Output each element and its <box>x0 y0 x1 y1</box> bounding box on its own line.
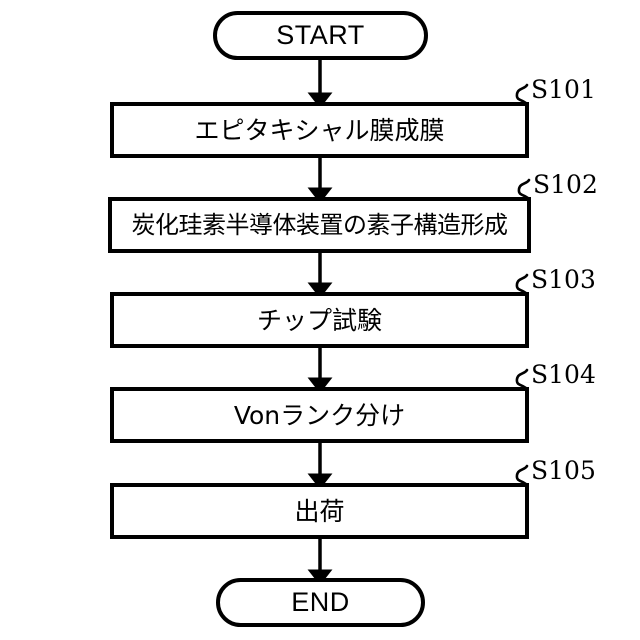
step-id-s105: S105 <box>531 456 596 485</box>
end-node-label: END <box>291 587 350 617</box>
process-label-s104: Vonランク分け <box>233 400 406 430</box>
process-box-s103 <box>110 292 529 348</box>
process-label-s101: エピタキシャル膜成膜 <box>194 115 445 145</box>
step-id-s102: S102 <box>533 170 598 199</box>
step-id-s103: S103 <box>531 265 596 294</box>
leader-line-s105 <box>515 464 529 487</box>
leader-line-s102 <box>517 178 531 201</box>
end-node-shape <box>216 578 425 627</box>
process-label-s102: 炭化珪素半導体装置の素子構造形成 <box>131 211 509 239</box>
leader-line-s103 <box>515 273 529 296</box>
leader-line-s101 <box>515 83 529 106</box>
process-box-s101 <box>110 102 529 158</box>
process-label-s105: 出荷 <box>294 496 345 526</box>
step-id-s104: S104 <box>531 360 596 389</box>
start-node-label: START <box>276 20 365 50</box>
leader-line-s104 <box>515 368 529 391</box>
process-label-s103: チップ試験 <box>256 305 382 335</box>
process-box-s102 <box>108 197 531 253</box>
process-box-s104 <box>110 387 529 443</box>
step-id-s101: S101 <box>531 75 596 104</box>
